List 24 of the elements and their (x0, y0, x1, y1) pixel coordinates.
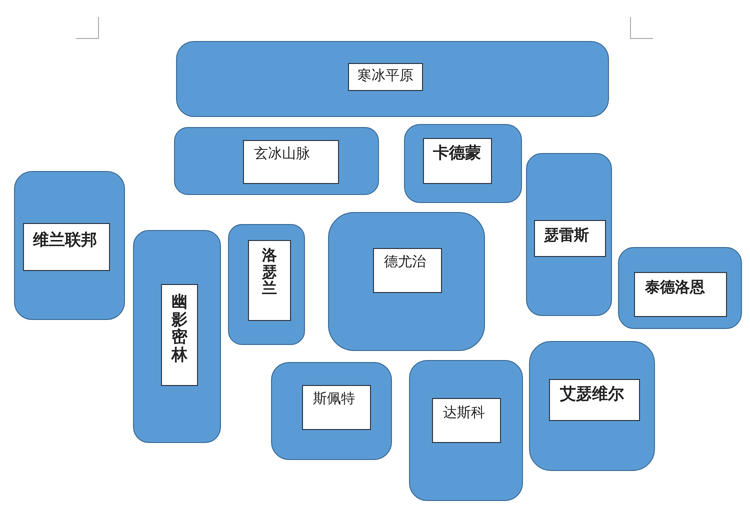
region-name: 瑟雷斯 (534, 220, 606, 257)
region-name: 泰德洛恩 (634, 272, 727, 317)
region-box (176, 41, 609, 117)
region-box (529, 341, 655, 471)
region-box (174, 127, 379, 195)
region-box (328, 212, 485, 351)
region-name: 寒冰平原 (348, 63, 423, 91)
region-name: 艾瑟维尔 (549, 379, 640, 421)
region-box (618, 247, 742, 329)
region-name: 玄冰山脉 (243, 140, 339, 184)
region-name: 德尤治 (373, 248, 442, 293)
region-name: 达斯科 (432, 398, 501, 443)
region-box (271, 362, 392, 460)
region-box (133, 230, 221, 443)
region-box (14, 171, 125, 320)
region-name: 卡德蒙 (423, 138, 492, 184)
region-box (526, 153, 612, 316)
region-box (404, 124, 522, 203)
region-name: 幽影密林 (161, 284, 198, 386)
region-name: 维兰联邦 (23, 223, 110, 271)
region-name: 斯佩特 (302, 385, 371, 430)
region-box (228, 224, 305, 345)
region-box (409, 360, 523, 501)
region-name: 洛瑟兰 (248, 240, 291, 321)
